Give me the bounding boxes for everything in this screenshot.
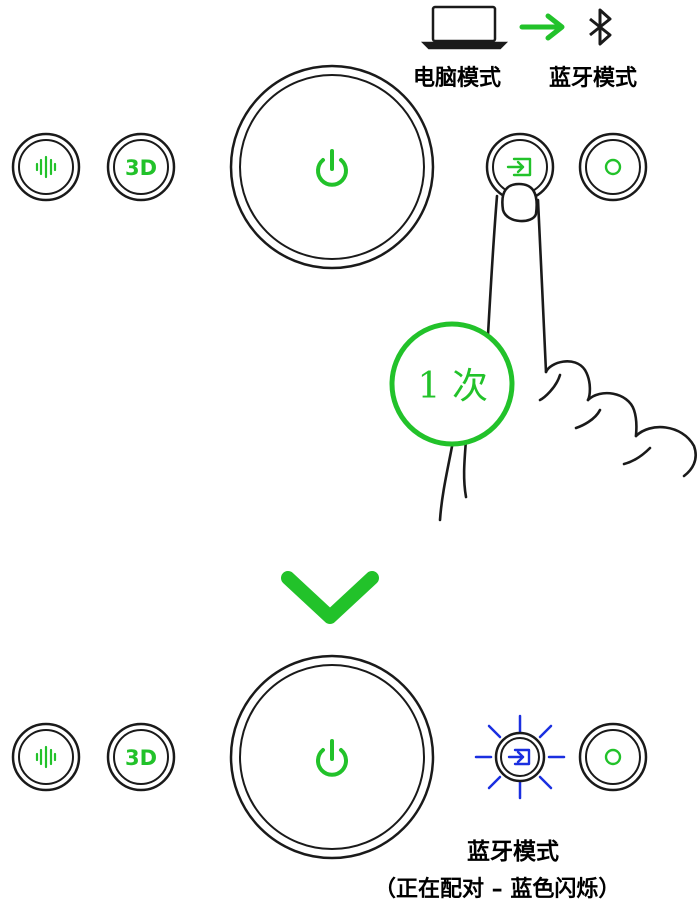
pressing-hand-illustration bbox=[438, 182, 697, 522]
bluetooth-mode-label: 蓝牙模式 bbox=[549, 66, 638, 91]
press-count: 1 bbox=[418, 366, 441, 407]
sound-wave-button[interactable] bbox=[11, 722, 81, 792]
input-source-icon bbox=[506, 157, 532, 177]
press-count-badge: 1 次 bbox=[389, 321, 515, 447]
power-button[interactable] bbox=[229, 654, 435, 860]
circle-button[interactable] bbox=[578, 132, 648, 202]
flash-rays bbox=[474, 714, 566, 800]
sound-wave-icon bbox=[35, 745, 57, 769]
circle-icon bbox=[604, 158, 622, 176]
power-icon bbox=[316, 739, 348, 777]
pc-mode-label: 电脑模式 bbox=[413, 66, 502, 91]
status-label: 蓝牙模式 bbox=[467, 839, 559, 865]
input-source-icon bbox=[507, 748, 531, 766]
right-arrow-icon bbox=[519, 13, 565, 41]
laptop-icon bbox=[420, 5, 509, 50]
status-note: （正在配对 – 蓝色闪烁） bbox=[374, 877, 621, 902]
3d-label: 3D bbox=[125, 746, 157, 770]
power-icon bbox=[316, 149, 348, 187]
sound-wave-icon bbox=[35, 155, 57, 179]
power-button[interactable] bbox=[229, 64, 435, 270]
3d-button[interactable]: 3D bbox=[106, 722, 176, 792]
bluetooth-icon bbox=[589, 8, 612, 46]
circle-icon bbox=[604, 748, 622, 766]
sound-wave-button[interactable] bbox=[11, 132, 81, 202]
circle-button[interactable] bbox=[578, 722, 648, 792]
input-source-button-flashing[interactable] bbox=[474, 714, 566, 800]
3d-label: 3D bbox=[125, 156, 157, 180]
press-count-unit: 次 bbox=[452, 366, 488, 407]
3d-button[interactable]: 3D bbox=[106, 132, 176, 202]
chevron-down-icon bbox=[281, 571, 379, 624]
